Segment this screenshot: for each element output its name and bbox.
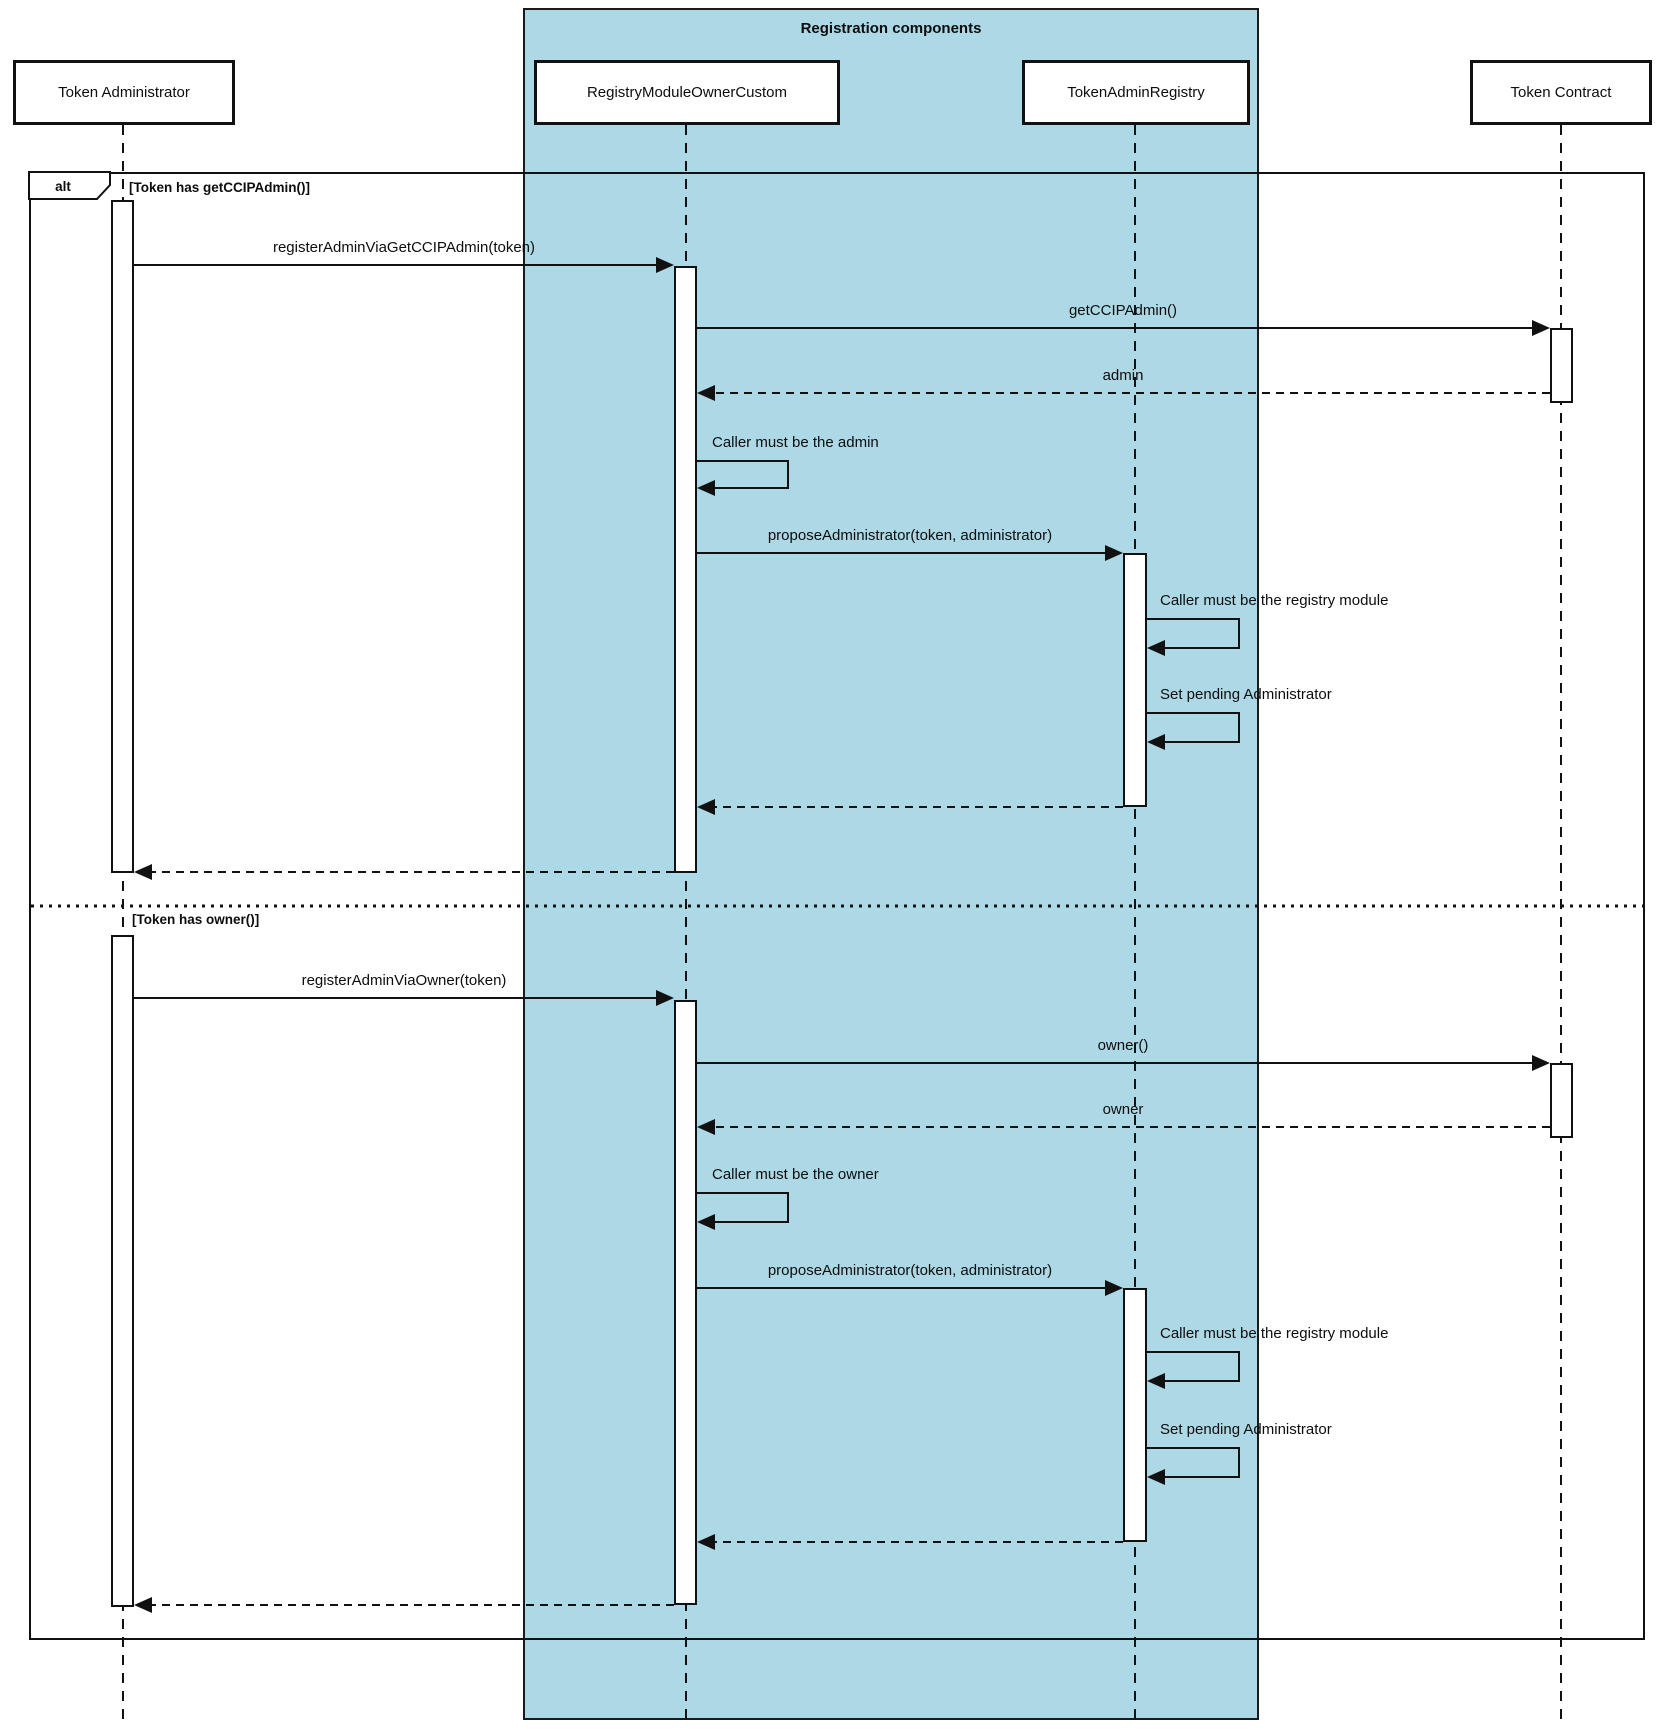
self-loop-set-pending-administrator-1 [1147,712,1240,743]
activation-token-admin-registry-2 [1123,1288,1147,1542]
participant-token-admin-registry: TokenAdminRegistry [1022,60,1250,125]
alt-frame [29,172,1645,1640]
activation-registry-module-2 [674,1000,697,1605]
participant-label: RegistryModuleOwnerCustom [586,84,788,101]
guard-token-has-getccipadmin: [Token has getCCIPAdmin()] [129,180,310,195]
participant-token-administrator: Token Administrator [13,60,235,125]
message-label: proposeAdministrator(token, administrato… [767,527,1053,544]
activation-token-contract-1 [1550,328,1573,403]
self-loop-caller-must-be-owner [697,1192,789,1223]
message-label: Caller must be the registry module [1160,592,1389,609]
message-label: owner() [1097,1037,1149,1054]
message-label: registerAdminViaGetCCIPAdmin(token) [272,239,536,256]
activation-token-contract-2 [1550,1063,1573,1138]
guard-token-has-owner: [Token has owner()] [132,912,260,927]
arrowheads [134,257,1550,1613]
alt-operator-label: alt [55,179,71,194]
activation-token-administrator-2 [111,935,134,1607]
activation-registry-module-1 [674,266,697,873]
participant-label: TokenAdminRegistry [1067,84,1205,101]
self-loop-set-pending-administrator-2 [1147,1447,1240,1478]
self-loop-caller-registry-module-1 [1147,618,1240,649]
message-label: Set pending Administrator [1160,1421,1332,1438]
activation-token-admin-registry-1 [1123,553,1147,807]
message-label: admin [1102,367,1144,384]
message-label: Caller must be the registry module [1160,1325,1389,1342]
self-loop-caller-must-be-admin [697,460,789,489]
participant-token-contract: Token Contract [1470,60,1652,125]
alt-pentagon [28,171,111,200]
activation-token-administrator-1 [111,200,134,873]
message-label: Set pending Administrator [1160,686,1332,703]
container-title: Registration components [800,20,982,37]
message-label: proposeAdministrator(token, administrato… [767,1262,1053,1279]
participant-label: Token Administrator [58,84,190,101]
message-label: Caller must be the owner [712,1166,879,1183]
message-label: getCCIPAdmin() [1068,302,1178,319]
message-label: registerAdminViaOwner(token) [301,972,507,989]
message-label: owner [1102,1101,1144,1118]
participant-registry-module-owner-custom: RegistryModuleOwnerCustom [534,60,840,125]
message-label: Caller must be the admin [712,434,879,451]
participant-label: Token Contract [1510,84,1612,101]
self-loop-caller-registry-module-2 [1147,1351,1240,1382]
